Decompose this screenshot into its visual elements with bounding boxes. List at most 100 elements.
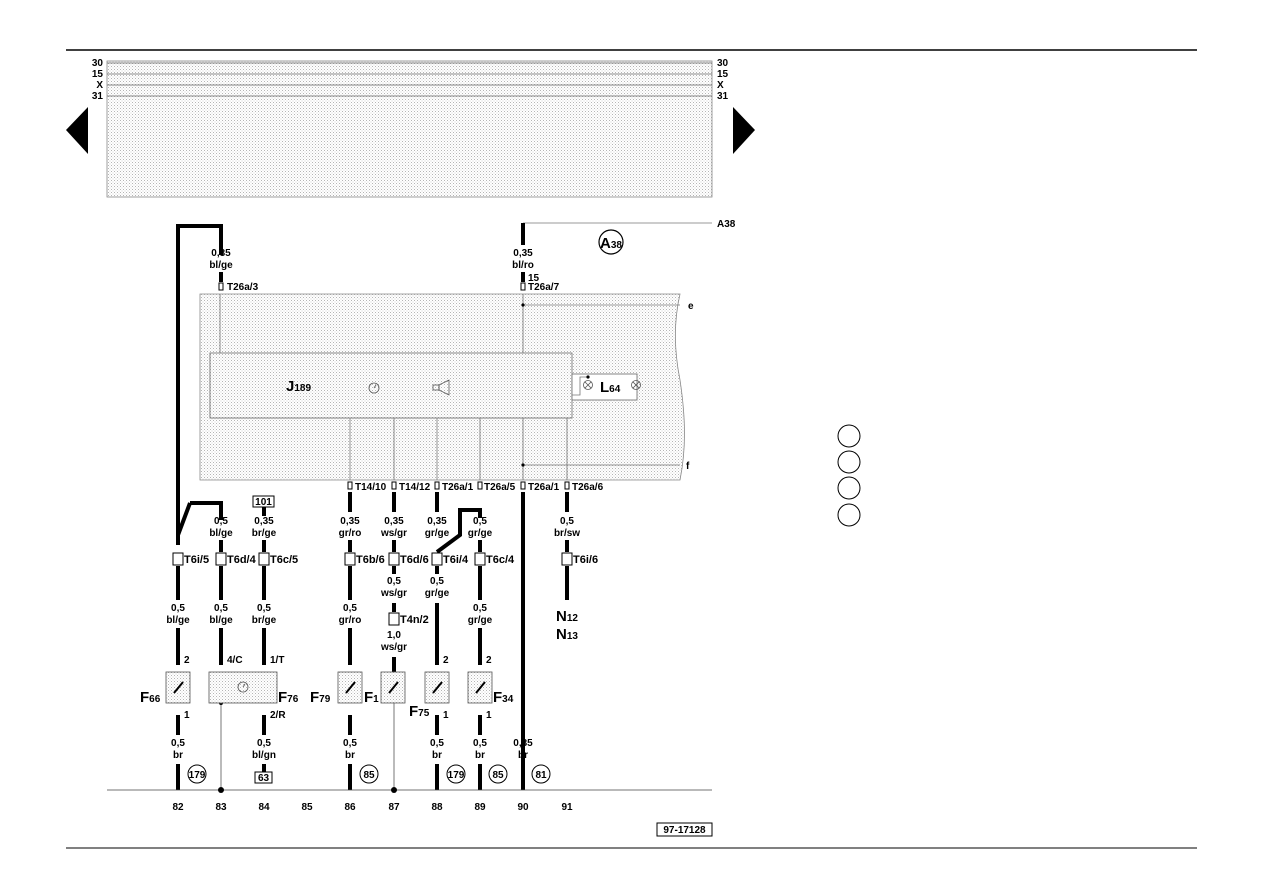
connector-t14-12: T14/12 <box>399 482 431 493</box>
rail-lines <box>107 62 712 97</box>
node-f: f <box>686 461 690 472</box>
wire-221-color: bl/ge <box>209 528 233 539</box>
track-84: 84 <box>258 802 270 813</box>
previous-page-arrow-icon[interactable] <box>66 107 88 154</box>
track-86: 86 <box>344 802 356 813</box>
ref-81: 81 <box>535 770 547 781</box>
buzzer-icon <box>432 379 450 396</box>
connector-t6d-4: T6d/4 <box>227 554 257 566</box>
connector-t26a-5: T26a/5 <box>484 482 516 493</box>
component-n13: N13 <box>556 626 578 643</box>
wire-437-color: gr/ge <box>425 528 450 539</box>
sensor-f76-label: F76 <box>278 689 299 706</box>
component-n12: N12 <box>556 608 578 625</box>
ground-ref-numbers: 179 85 179 85 81 <box>189 770 547 781</box>
track-87: 87 <box>388 802 400 813</box>
lw-437-color: gr/ge <box>425 588 450 599</box>
cluster-bottom-connectors: T14/10 T14/12 T26a/1 T26a/5 T26a/1 T26a/… <box>347 481 604 493</box>
gw-88-size: 0,5 <box>430 738 444 749</box>
junction-f <box>521 463 525 467</box>
gw-90-size: 0,35 <box>513 738 533 749</box>
connector-t26a-1: T26a/1 <box>442 482 474 493</box>
box-63-label: 63 <box>258 773 270 784</box>
internal-wires <box>219 222 712 480</box>
lw-264-color: br/ge <box>252 615 277 626</box>
rail-label-30: 30 <box>92 58 104 69</box>
lw-178-size: 0,5 <box>171 603 185 614</box>
rail-label-15-right: 15 <box>717 69 729 80</box>
ref-85-a: 85 <box>363 770 375 781</box>
lw-394-size: 0,5 <box>387 576 401 587</box>
pin-f76-4c: 4/C <box>227 655 243 666</box>
control-unit-j189-box <box>209 352 573 419</box>
pin-f76-2r: 2/R <box>270 710 286 721</box>
gw-86-color: br <box>345 750 355 761</box>
top-wire-right-size: 0,35 <box>513 248 533 259</box>
ground-junction-87 <box>391 787 397 793</box>
ground-junction-83 <box>218 787 224 793</box>
next-page-arrow-icon[interactable] <box>733 107 755 154</box>
mid-connectors <box>172 552 573 626</box>
pin-f66-top: 2 <box>184 655 190 666</box>
lw-221-color: bl/ge <box>209 615 233 626</box>
rail-label-31-right: 31 <box>717 91 729 102</box>
thick-wires <box>176 492 569 790</box>
pin-f34-bottom: 1 <box>486 710 492 721</box>
wire-264-size: 0,35 <box>254 516 274 527</box>
pin-f75-top: 2 <box>443 655 449 666</box>
mid-connector-labels: T6i/5 T6d/4 T6c/5 T6b/6 T6d/6 T6i/4 T6c/… <box>184 554 598 626</box>
track-85: 85 <box>301 802 313 813</box>
pin-f76-1t: 1/T <box>270 655 284 666</box>
gw-84-size: 0,5 <box>257 738 271 749</box>
top-wire-right-connector: T26a/7 <box>528 282 560 293</box>
legend-circles <box>837 424 861 527</box>
connector-t6d-6: T6d/6 <box>400 554 429 566</box>
track-90: 90 <box>517 802 529 813</box>
lw-350-color: gr/ro <box>339 615 362 626</box>
rail-label-30-right: 30 <box>717 58 729 69</box>
switch-f1-label: F1 <box>364 689 379 706</box>
ground-ref-symbol: A38 <box>600 235 622 252</box>
rail-labels-left: 30 15 X 31 <box>92 58 104 102</box>
pin-labels: 2 1 4/C 1/T 2/R 2 1 2 1 <box>184 655 492 721</box>
lw-264-size: 0,5 <box>257 603 271 614</box>
bulb-icon <box>583 380 641 390</box>
wire-221-size: 0,5 <box>214 516 228 527</box>
gw-88-color: br <box>432 750 442 761</box>
wire-480-size: 0,5 <box>473 516 487 527</box>
wire-350-size: 0,35 <box>340 516 360 527</box>
gw-89-size: 0,5 <box>473 738 487 749</box>
connector-t6c-5: T6c/5 <box>270 554 298 566</box>
lw-394-color: ws/gr <box>380 588 407 599</box>
top-wire-right-color: bl/ro <box>512 260 534 271</box>
gw-84-color: bl/gn <box>252 750 276 761</box>
switch-f66-label: F66 <box>140 689 161 706</box>
gw-86-size: 0,5 <box>343 738 357 749</box>
sensor-gauge-icon <box>237 681 249 693</box>
wire-567-color: br/sw <box>554 528 580 539</box>
wire-264-color: br/ge <box>252 528 277 539</box>
gw-82-color: br <box>173 750 183 761</box>
f1-wire-size: 1,0 <box>387 630 401 641</box>
ground-ref-circles <box>187 764 551 784</box>
switch-f79-label: F79 <box>310 689 331 706</box>
connector-t4n-2: T4n/2 <box>400 614 429 626</box>
reference-code-box <box>656 822 713 837</box>
wire-567-size: 0,5 <box>560 516 574 527</box>
top-wire-right: 0,35 bl/ro 15 T26a/7 <box>512 223 560 293</box>
reference-code: 97-17128 <box>663 825 706 836</box>
lw-178-color: bl/ge <box>166 615 190 626</box>
track-82: 82 <box>172 802 184 813</box>
lw-480-size: 0,5 <box>473 603 487 614</box>
ground-ref-circle <box>598 229 624 255</box>
connector-t26a-6: T26a/6 <box>572 482 604 493</box>
upper-wire-labels: 0,5 bl/ge 0,35 br/ge 0,35 gr/ro 0,35 ws/… <box>209 516 580 539</box>
wire-480-color: gr/ge <box>468 528 493 539</box>
rail-label-15: 15 <box>92 69 104 80</box>
top-wire-right-pin: 15 <box>528 273 540 284</box>
connector-t6i-4: T6i/4 <box>443 554 469 566</box>
switch-f34-label: F34 <box>493 689 514 706</box>
box-101 <box>252 495 275 508</box>
rail-block <box>106 60 713 198</box>
